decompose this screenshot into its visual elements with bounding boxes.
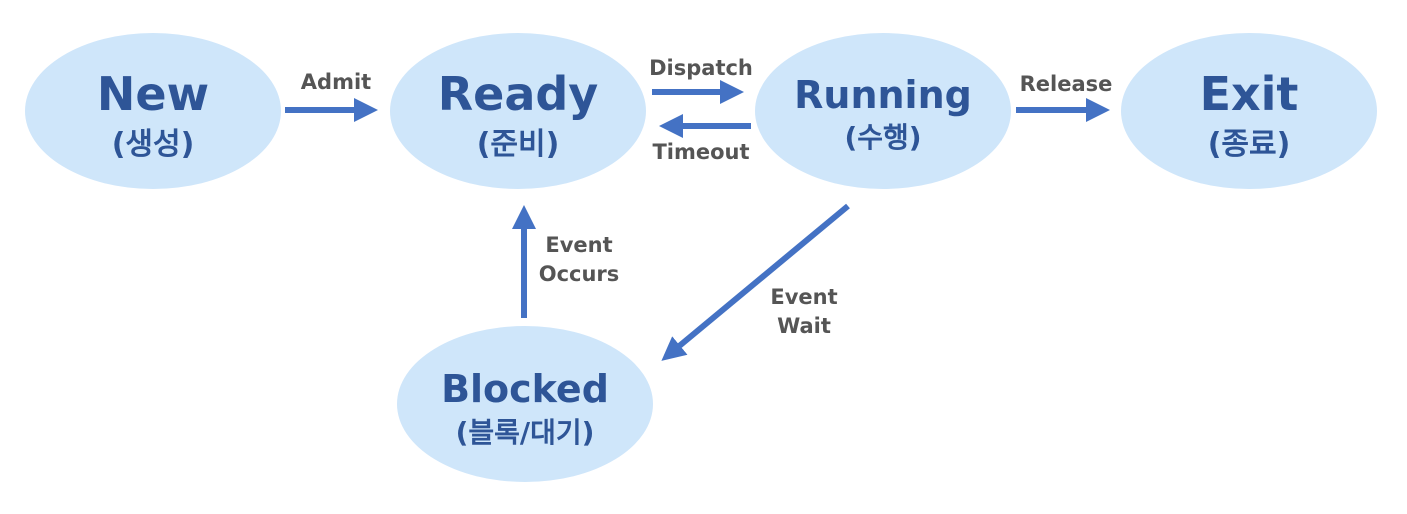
state-running: Running (수행) [755,33,1011,189]
release-label: Release [1020,72,1113,96]
state-exit-subtitle: (종료) [1208,127,1291,162]
state-blocked-name: Blocked [441,367,609,411]
state-running-name: Running [794,73,972,117]
event-wait-arrow [661,203,850,361]
state-exit-name: Exit [1200,67,1299,121]
state-running-shape [755,33,1011,189]
state-new-subtitle: (생성) [112,127,195,162]
timeout-label: Timeout [652,140,749,164]
state-exit-shape [1121,33,1377,189]
state-blocked-shape [397,326,653,482]
state-new-shape [25,33,281,189]
state-blocked-subtitle: (블록/대기) [456,416,595,449]
state-ready: Ready (준비) [390,33,646,189]
state-blocked: Blocked (블록/대기) [397,326,653,482]
state-new-name: New [97,67,209,121]
event-wait-label-line1: Event [770,285,837,309]
state-ready-subtitle: (준비) [477,127,560,162]
event-wait-label-line2: Wait [777,314,831,338]
state-exit: Exit (종료) [1121,33,1377,189]
state-new: New (생성) [25,33,281,189]
state-running-subtitle: (수행) [844,121,921,154]
dispatch-label: Dispatch [649,56,753,80]
admit-label: Admit [301,70,371,94]
event-occurs-label-line2: Occurs [539,262,620,286]
state-ready-shape [390,33,646,189]
state-ready-name: Ready [438,67,599,121]
event-occurs-label-line1: Event [545,233,612,257]
